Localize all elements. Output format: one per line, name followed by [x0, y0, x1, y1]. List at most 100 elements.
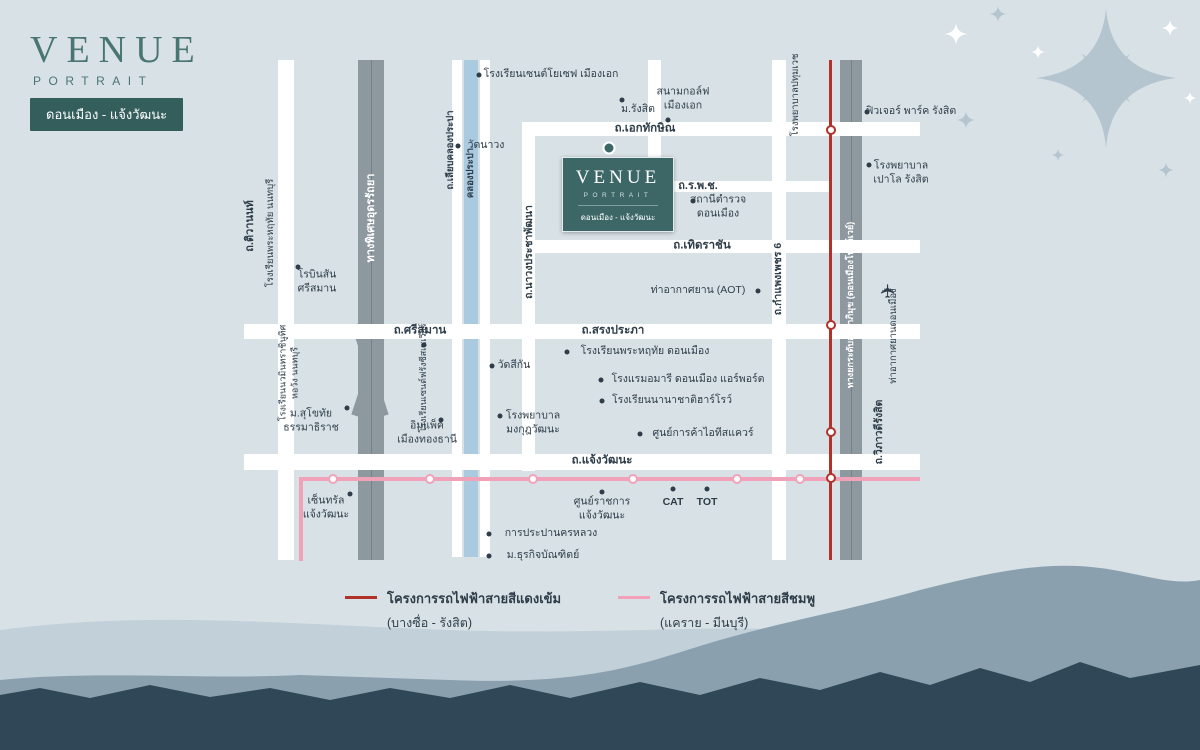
- landmark-wat-sikan: วัดสีกัน: [497, 359, 531, 372]
- landmark-future-park: ฟิวเจอร์ พาร์ค รังสิต: [865, 105, 957, 118]
- landmark-mongkutwattana-hospital: โรงพยาบาล มงกุฎวัฒนะ: [505, 409, 561, 435]
- red-line-dark-red: [829, 60, 832, 560]
- landmark-impact: อิมแพ็ค เมืองทองธานี: [397, 419, 457, 445]
- venue-card-name: VENUE: [575, 167, 661, 188]
- landmark-pathum-wech-hospital: โรงพยาบาลปทุมเวช: [789, 53, 801, 137]
- road-rphch: [648, 181, 830, 192]
- landmark-cat: CAT: [662, 496, 684, 509]
- khlong-prapa-canal: [464, 60, 478, 557]
- road-label-srisaman: ถ.ศรีสมาน: [393, 324, 447, 337]
- landmark-dot: [295, 264, 301, 270]
- road-therd-rachan: [522, 240, 920, 253]
- landmark-st-joseph: โรงเรียนเซนต์โยเซฟ เมืองเอก: [483, 68, 619, 81]
- legend-item-pink-line: โครงการรถไฟฟ้าสายสีชมพู (แคราย - มีนบุรี…: [618, 588, 815, 633]
- landmark-rangsit-university: ม.รังสิต: [621, 103, 655, 116]
- brand-location-badge: ดอนเมือง - แจ้งวัฒนะ: [30, 98, 184, 131]
- landmark-dot: [690, 198, 696, 204]
- brand-subname: PORTRAIT: [33, 74, 154, 88]
- red-line-station-icon: [826, 125, 836, 135]
- airplane-icon: ✈: [878, 283, 900, 299]
- pink-line-station-icon: [732, 474, 742, 484]
- road-label-chaengwattana: ถ.แจ้งวัฒนะ: [571, 454, 633, 467]
- road-label-kamphaeng-phet-6: ถ.กำแพงเพชร 6: [772, 242, 785, 316]
- landmark-dot: [344, 405, 350, 411]
- road-label-nawong-prachaphatthana: ถ.นาวงประชาพัฒนา: [523, 205, 536, 299]
- landmark-wat-nawong: วัดนาวง: [467, 139, 505, 152]
- landmark-robinson-srisaman: โรบินสัน ศรีสมาน: [297, 268, 337, 294]
- landmark-aot: ท่าอากาศยาน (AOT): [650, 284, 746, 297]
- landmark-dot: [619, 97, 625, 103]
- location-pin-icon: [602, 141, 616, 155]
- landmark-dot: [755, 288, 761, 294]
- road-label-song-prapha: ถ.สรงประภา: [581, 324, 645, 337]
- legend-item-red-line: โครงการรถไฟฟ้าสายสีแดงเข้ม (บางซื่อ - รั…: [345, 588, 561, 633]
- venue-map-card: VENUE PORTRAIT ดอนเมือง - แจ้งวัฒนะ: [562, 157, 674, 232]
- pink-line-station-icon: [425, 474, 435, 484]
- road-label-ektaksin: ถ.เอกทักษิณ: [614, 122, 676, 135]
- landmark-dot: [599, 398, 605, 404]
- landmark-government-complex: ศูนย์ราชการ แจ้งวัฒนะ: [573, 495, 631, 521]
- brand-logo: VENUE PORTRAIT ดอนเมือง - แจ้งวัฒนะ: [30, 28, 204, 131]
- pink-line-station-icon: [528, 474, 538, 484]
- pink-line-station-icon: [628, 474, 638, 484]
- landmark-dot: [665, 117, 671, 123]
- landmark-dot: [598, 377, 604, 383]
- red-line-station-icon: [826, 427, 836, 437]
- landmark-dot: [486, 553, 492, 559]
- venue-card-divider: [578, 205, 658, 206]
- pink-line-station-icon: [795, 474, 805, 484]
- landmark-stou: ม.สุโขทัย ธรรมาธิราช: [283, 407, 339, 433]
- pink-line-vertical: [299, 477, 303, 561]
- red-line-swatch-icon: [345, 596, 377, 599]
- venue-card-location: ดอนเมือง - แจ้งวัฒนะ: [580, 213, 656, 222]
- legend-pink-sublabel: (แคราย - มีนบุรี): [660, 616, 749, 630]
- road-label-tollway: ทางยกระดับอุตราภิมุข (ดอนเมืองโทลล์เวย์): [845, 221, 856, 389]
- legend-pink-label: โครงการรถไฟฟ้าสายสีชมพู: [660, 591, 816, 606]
- landmark-central-chaengwattana: เซ็นทรัล แจ้งวัฒนะ: [302, 494, 350, 520]
- landmark-dot: [455, 143, 461, 149]
- landmark-amari-donmueang: โรงแรมอมารี ดอนเมือง แอร์พอร์ต: [611, 373, 765, 386]
- legend-red-sublabel: (บางซื่อ - รังสิต): [387, 616, 473, 630]
- pink-line-station-icon: [328, 474, 338, 484]
- landmark-mwa: การประปานครหลวง: [504, 527, 598, 540]
- label-khlong-prapa: คลองประปา: [464, 147, 476, 199]
- landmark-dot: [599, 489, 605, 495]
- landmark-dpu: ม.ธุรกิจบัณฑิตย์: [506, 549, 580, 562]
- pink-line-swatch-icon: [618, 596, 650, 599]
- landmark-dot: [476, 72, 482, 78]
- road-label-udon-ratthaya: ทางพิเศษอุดรรัถยา: [364, 173, 377, 263]
- landmark-dot: [486, 531, 492, 537]
- landmark-dot: [866, 162, 872, 168]
- road-liab-khlong-prapa-west: [452, 60, 462, 557]
- landmark-dot: [497, 413, 503, 419]
- road-label-therd-rachan: ถ.เทิดราชัน: [673, 239, 731, 252]
- red-line-station-icon: [826, 320, 836, 330]
- expressway-udon-ratthaya: [358, 60, 384, 560]
- landmark-st-francis-xavier: โรงเรียนเซนต์ฟรังซีสเซเวียร์: [418, 323, 429, 433]
- landmark-paolo-rangsit: โรงพยาบาล เปาโล รังสิต: [873, 159, 929, 185]
- landmark-dot: [489, 363, 495, 369]
- brand-name: VENUE: [30, 29, 204, 71]
- road-label-vibhavadi: ถ.วิภาวดีรังสิต: [873, 399, 886, 465]
- road-chaengwattana: [244, 454, 920, 470]
- landmark-phraharuethai-nonthaburi: โรงเรียนพระหฤทัย นนทบุรี: [264, 178, 276, 288]
- landmark-dot: [347, 491, 353, 497]
- landmark-dot: [864, 109, 870, 115]
- road-label-liab-khlong-prapa: ถ.เลียบคลองประปา: [444, 110, 456, 190]
- road-tiwanon: [278, 60, 294, 560]
- landmark-don-mueang-airport: ท่าอากาศยานดอนเมือง: [887, 288, 899, 384]
- landmark-dot: [564, 349, 570, 355]
- road-label-tiwanon: ถ.ติวานนท์: [243, 200, 256, 252]
- road-ektaksin: [522, 122, 920, 136]
- landmark-dot: [704, 486, 710, 492]
- venue-card-subname: PORTRAIT: [583, 192, 653, 199]
- landmark-phraharuethai-donmueang: โรงเรียนพระหฤทัย ดอนเมือง: [580, 345, 710, 358]
- road-label-rphch: ถ.ร.พ.ช.: [678, 179, 718, 192]
- legend-red-label: โครงการรถไฟฟ้าสายสีแดงเข้ม: [387, 591, 562, 606]
- landmark-harrow-school: โรงเรียนนานาชาติฮาร์โรว์: [611, 394, 733, 407]
- landmark-mueang-ake-golf: สนามกอล์ฟ เมืองเอก: [656, 85, 710, 111]
- tollway-uttaraphimuk: [840, 60, 862, 560]
- road-srisaman-songprapha: [244, 324, 920, 339]
- landmark-dot: [637, 431, 643, 437]
